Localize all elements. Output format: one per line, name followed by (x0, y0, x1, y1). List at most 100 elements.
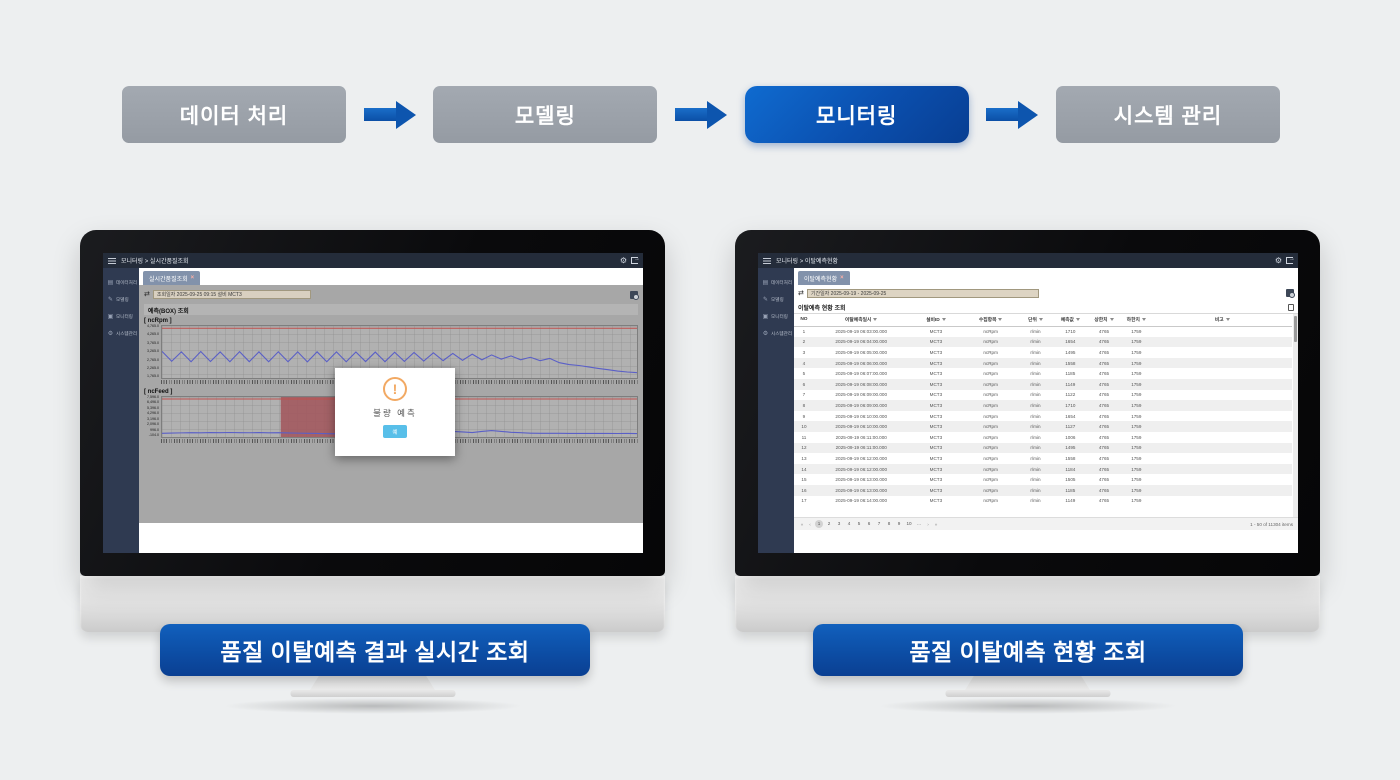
sidebar-item[interactable]: ⚙시스템관리 (758, 328, 794, 339)
table-cell: r/min (1030, 434, 1041, 440)
pager-page-9[interactable]: 9 (897, 521, 901, 526)
pager-page-2[interactable]: 2 (827, 521, 831, 526)
chart-title: [ ncRpm ] (144, 318, 172, 324)
modal-confirm-button[interactable]: 예 (383, 425, 407, 438)
tab-close-icon[interactable]: × (840, 275, 844, 281)
column-header[interactable]: NO (794, 314, 814, 327)
tab-realtime-quality[interactable]: 실시간품질조회 × (143, 271, 201, 285)
gear-icon[interactable]: ⚙ (619, 255, 627, 265)
filter-funnel-icon[interactable] (1141, 318, 1146, 322)
sidebar-item[interactable]: ▤데이터처리 (758, 277, 794, 288)
filter-funnel-icon[interactable] (1075, 318, 1080, 322)
app-topbar: 모니터링 > 이탈예측현황 ⚙ (758, 253, 1298, 268)
scrollbar-thumb[interactable] (1294, 316, 1297, 342)
filter-sliders-icon[interactable]: ⇄ (798, 289, 804, 297)
tab-deviation-status[interactable]: 이탈예측현황 × (798, 271, 850, 285)
filter-funnel-icon[interactable] (941, 318, 946, 322)
pager-page-6[interactable]: 6 (867, 521, 871, 526)
filter-funnel-icon[interactable] (1225, 318, 1230, 322)
table-cell: 2025-09-19 06:03:00.000 (835, 329, 888, 335)
pager-page-4[interactable]: 4 (847, 521, 851, 526)
pager-page-...[interactable]: ... (917, 521, 921, 526)
pager-page-7[interactable]: 7 (877, 521, 881, 526)
document-icon[interactable] (1288, 303, 1294, 311)
filter-funnel-icon[interactable] (1038, 318, 1043, 322)
sidebar-item[interactable]: ⚙시스템관리 (103, 328, 139, 339)
gear-icon[interactable]: ⚙ (1274, 255, 1282, 265)
table-cell: ncRpm (983, 392, 998, 398)
table-cell (1152, 432, 1292, 443)
sidebar-item[interactable]: ▣모니터링 (758, 311, 794, 322)
column-header[interactable]: 이탈예측일시 (813, 314, 909, 327)
right-caption-banner: 품질 이탈예측 현황 조회 (813, 624, 1243, 676)
column-header[interactable]: 비고 (1152, 314, 1292, 327)
query-condition-input[interactable]: 조회일자 2025-09-25 09:15 설비 MCT3 (152, 290, 311, 299)
export-search-icon[interactable] (1286, 289, 1295, 298)
sidebar-item-icon: ▣ (762, 314, 769, 320)
pager-last-icon[interactable]: » (934, 521, 938, 527)
table-cell: ncRpm (983, 381, 998, 387)
pager-page-5[interactable]: 5 (857, 521, 861, 526)
flow-arrow-icon (346, 100, 433, 129)
tab-close-icon[interactable]: × (190, 275, 195, 281)
table-cell: 2025-09-19 06:09:00.000 (835, 402, 888, 408)
menu-icon[interactable] (763, 257, 771, 264)
sidebar-item[interactable]: ✎모델링 (758, 294, 794, 305)
sidebar-item[interactable]: ▤데이터처리 (103, 277, 139, 288)
table-cell: 1759 (1131, 466, 1142, 472)
table-cell: ncRpm (983, 487, 998, 493)
column-header[interactable]: 수집항목 (963, 314, 1019, 327)
process-flow: 데이터 처리 모델링 모니터링 시스템 관리 (122, 86, 1280, 143)
logout-icon[interactable] (1286, 256, 1295, 264)
sidebar-item[interactable]: ▣모니터링 (103, 311, 139, 322)
sidebar-item[interactable]: ✎모델링 (103, 294, 139, 305)
flow-arrow-icon (657, 100, 744, 129)
column-header[interactable]: 상한치 (1087, 314, 1121, 327)
pager-page-3[interactable]: 3 (837, 521, 841, 526)
column-header[interactable]: 예측값 (1052, 314, 1088, 327)
export-search-icon[interactable] (630, 290, 639, 300)
pager-first-icon[interactable]: « (800, 521, 804, 527)
column-header[interactable]: 설비ID (908, 314, 964, 327)
pager-prev-icon[interactable]: ‹ (809, 521, 811, 527)
date-range-input[interactable]: 기간일자 2025-09-19 - 2025-09-25 (806, 288, 1039, 298)
filter-funnel-icon[interactable] (1109, 318, 1114, 322)
sidebar-item-label: 시스템관리 (770, 330, 792, 336)
pager-next-icon[interactable]: › (927, 521, 929, 527)
vertical-scrollbar[interactable] (1293, 314, 1298, 517)
filter-funnel-icon[interactable] (873, 318, 878, 322)
sidebar-item-icon: ▤ (107, 280, 114, 286)
table-cell: 4765 (1098, 371, 1110, 377)
menu-icon[interactable] (108, 257, 116, 264)
table-cell (1152, 379, 1292, 390)
column-header[interactable]: 단위 (1018, 314, 1053, 327)
pager-page-8[interactable]: 8 (887, 521, 891, 526)
table-cell: MCT3 (929, 466, 943, 472)
content-footer (794, 530, 1298, 553)
pager-page-1[interactable]: 1 (815, 520, 823, 528)
pager-page-10[interactable]: 10 (906, 521, 912, 526)
filter-sliders-icon[interactable]: ⇄ (144, 291, 150, 298)
filter-funnel-icon[interactable] (998, 318, 1003, 322)
monitor-stand-base (290, 690, 455, 697)
column-header[interactable]: 하한치 (1120, 314, 1153, 327)
logout-icon[interactable] (631, 256, 640, 264)
